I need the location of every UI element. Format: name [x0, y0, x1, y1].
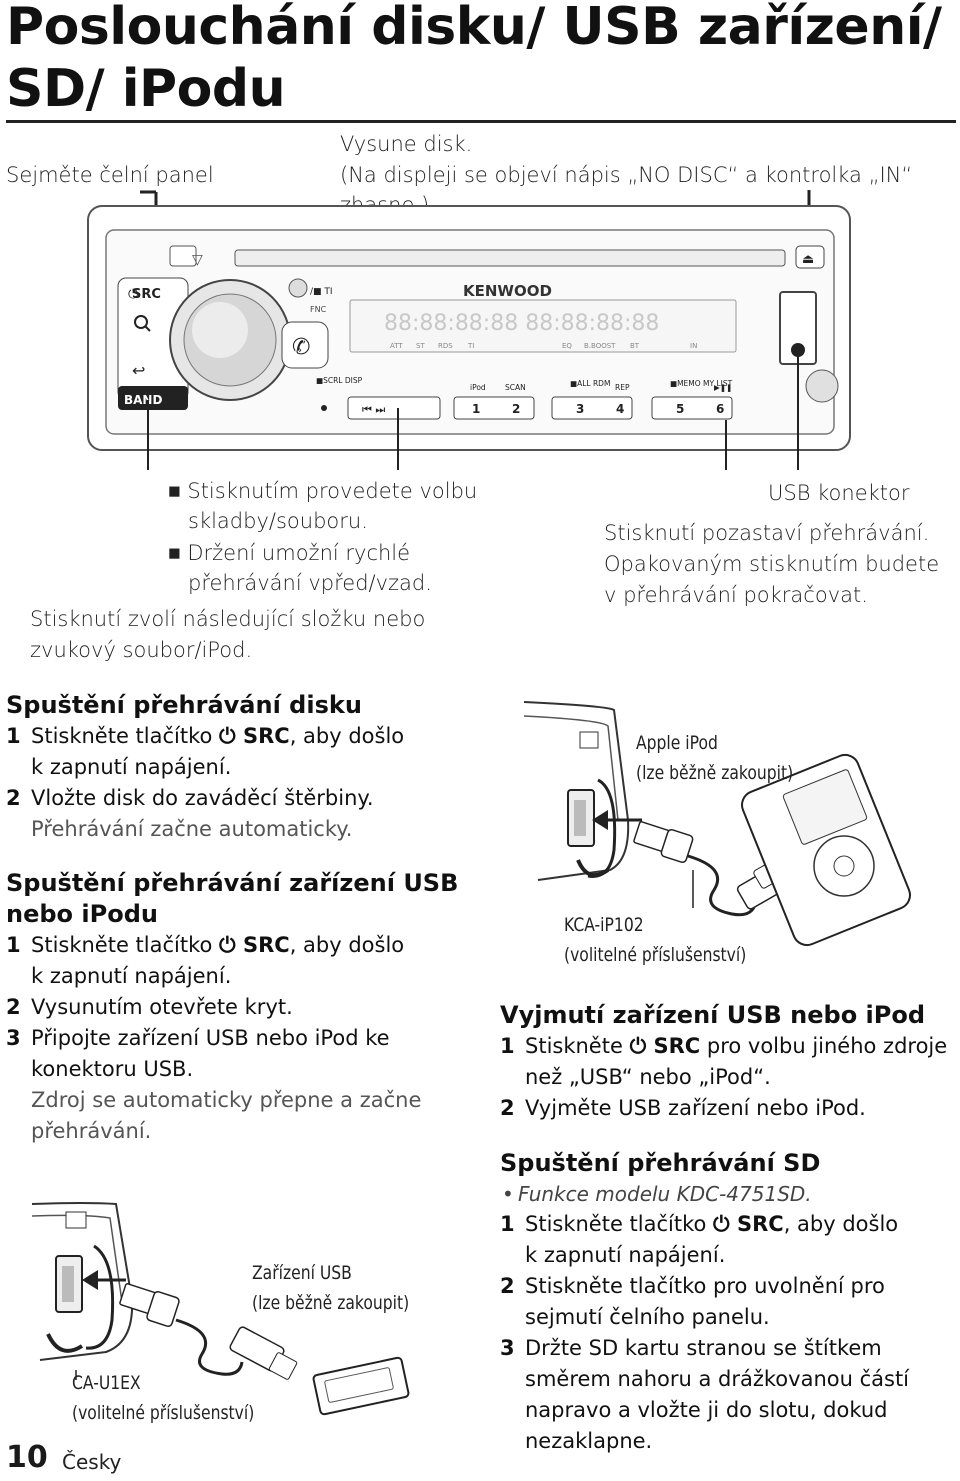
- src-button: SRC: [132, 287, 161, 302]
- band-button: BAND: [124, 393, 162, 407]
- caption-pause-2: Opakovaným stisknutím budete: [604, 552, 940, 576]
- svg-text:▶❚❚: ▶❚❚: [714, 383, 732, 392]
- sd-bullet: Funkce modelu KDC-4751SD.: [500, 1179, 955, 1209]
- caption-pause-3: v přehrávání pokračovat.: [604, 583, 868, 607]
- svg-text:■SCRL DISP: ■SCRL DISP: [316, 376, 363, 385]
- usb-cable-1: CA-U1EX: [72, 1372, 141, 1394]
- svg-text:REP: REP: [615, 383, 630, 392]
- usb-connection-figure: [31, 1202, 410, 1416]
- ipod-connection-figure: [523, 701, 911, 947]
- eject-button: [795, 245, 825, 269]
- section-disc: Spuštění přehrávání disku 1 Stiskněte tl…: [6, 690, 486, 845]
- svg-text:■MEMO MY LIST: ■MEMO MY LIST: [670, 379, 733, 388]
- disc-step-1: 1 Stiskněte tlačítko ⏻ SRC, aby došlo k …: [6, 724, 405, 779]
- svg-text:4: 4: [616, 402, 624, 416]
- caption-select-2: skladby/souboru.: [188, 509, 368, 533]
- sd-step-3: 3 Držte SD kartu stranou se štítkem směr…: [500, 1336, 910, 1453]
- svg-text:⏮ ⏭: ⏮ ⏭: [362, 403, 385, 416]
- section-remove-heading: Vyjmutí zařízení USB nebo iPod: [500, 1001, 926, 1029]
- usb-label-1: Zařízení USB: [252, 1262, 352, 1284]
- svg-text:EQ: EQ: [562, 342, 572, 350]
- svg-text:SCAN: SCAN: [505, 383, 526, 392]
- usb-step-3: 3 Připojte zařízení USB nebo iPod ke kon…: [6, 1026, 422, 1143]
- svg-text:88:88:88:88 88:88:88:88: 88:88:88:88 88:88:88:88: [384, 311, 659, 336]
- svg-text:IN: IN: [690, 342, 697, 350]
- svg-text:FNC: FNC: [310, 305, 327, 314]
- section-sd: Spuštění přehrávání SD Funkce modelu KDC…: [500, 1148, 955, 1457]
- section-disc-heading: Spuštění přehrávání disku: [6, 691, 362, 719]
- car-stereo-faceplate: ▽ ⏏ SRC ⏻ ↩ BAND ✆ /■ TI FNC KENWOOD 88:…: [87, 190, 851, 470]
- svg-text:↩: ↩: [132, 361, 145, 380]
- caption-pause-1: Stisknutí pozastaví přehrávání.: [604, 521, 930, 545]
- caption-next-folder-1: Stisknutí zvolí následující složku nebo: [30, 607, 426, 631]
- ipod-cable-2: (volitelné příslušenství): [564, 944, 747, 966]
- page-number: 10: [6, 1440, 48, 1475]
- svg-text:ST: ST: [416, 342, 425, 350]
- section-usb-heading-1: Spuštění přehrávání zařízení USB: [6, 869, 459, 897]
- remove-step-2: 2 Vyjměte USB zařízení nebo iPod.: [500, 1096, 866, 1120]
- section-usb-heading-2: nebo iPodu: [6, 900, 158, 928]
- usb-step-1: 1 Stiskněte tlačítko ⏻ SRC, aby došlo k …: [6, 933, 405, 988]
- svg-text:⏻: ⏻: [128, 287, 138, 302]
- caption-ff-1: ■ Držení umožní rychlé: [168, 541, 411, 565]
- svg-text:2: 2: [512, 402, 520, 416]
- svg-text:B.BOOST: B.BOOST: [584, 342, 616, 350]
- remove-step-1: 1 Stiskněte ⏻ SRC pro volbu jiného zdroj…: [500, 1034, 948, 1089]
- svg-text:BT: BT: [630, 342, 640, 350]
- svg-text:ATT: ATT: [390, 342, 403, 350]
- ipod-cable-1: KCA-iP102: [564, 914, 644, 936]
- caption-next-folder-2: zvukový soubor/iPod.: [30, 638, 253, 662]
- page-title: Poslouchání disku/ USB zařízení/ SD/ iPo…: [6, 0, 942, 119]
- title-rule: [6, 120, 956, 123]
- svg-text:✆: ✆: [292, 335, 310, 360]
- sd-step-1: 1 Stiskněte tlačítko ⏻ SRC, aby došlo k …: [500, 1212, 899, 1267]
- usb-cable-2: (volitelné příslušenství): [72, 1402, 255, 1424]
- sd-step-2: 2 Stiskněte tlačítko pro uvolnění pro se…: [500, 1274, 885, 1329]
- caption-ff-2: přehrávání vpřed/vzad.: [188, 571, 432, 595]
- svg-text:1: 1: [472, 402, 480, 416]
- brand-logo: KENWOOD: [463, 282, 552, 300]
- caption-eject-1: Vysune disk.: [340, 132, 473, 156]
- ipod-label-2: (lze běžně zakoupit): [636, 762, 794, 784]
- svg-text:iPod: iPod: [470, 383, 486, 392]
- svg-text:6: 6: [716, 402, 724, 416]
- caption-select-1: ■ Stisknutím provedete volbu: [168, 479, 478, 503]
- svg-text:3: 3: [576, 402, 584, 416]
- section-sd-heading: Spuštění přehrávání SD: [500, 1149, 821, 1177]
- svg-text:/■ TI: /■ TI: [310, 287, 333, 297]
- ipod-label-1: Apple iPod: [636, 732, 718, 754]
- usb-label-2: (lze běžně zakoupit): [252, 1292, 410, 1314]
- usb-step-2: 2 Vysunutím otevřete kryt.: [6, 995, 293, 1019]
- disc-step-2: 2 Vložte disk do zaváděcí štěrbiny. Přeh…: [6, 786, 374, 841]
- svg-text:⏏: ⏏: [802, 252, 814, 267]
- footer-language: Česky: [62, 1450, 122, 1474]
- release-button: [169, 245, 197, 267]
- svg-text:5: 5: [676, 402, 684, 416]
- caption-remove-panel: Sejměte čelní panel: [6, 163, 214, 187]
- svg-text:■ALL RDM: ■ALL RDM: [570, 379, 610, 388]
- caption-usb-connector: USB konektor: [768, 481, 910, 505]
- svg-text:RDS: RDS: [438, 342, 453, 350]
- section-usb-ipod: Spuštění přehrávání zařízení USB nebo iP…: [6, 868, 496, 1147]
- section-remove: Vyjmutí zařízení USB nebo iPod 1 Stiskně…: [500, 1000, 955, 1124]
- svg-text:TI: TI: [467, 342, 474, 350]
- svg-text:▽: ▽: [192, 252, 203, 268]
